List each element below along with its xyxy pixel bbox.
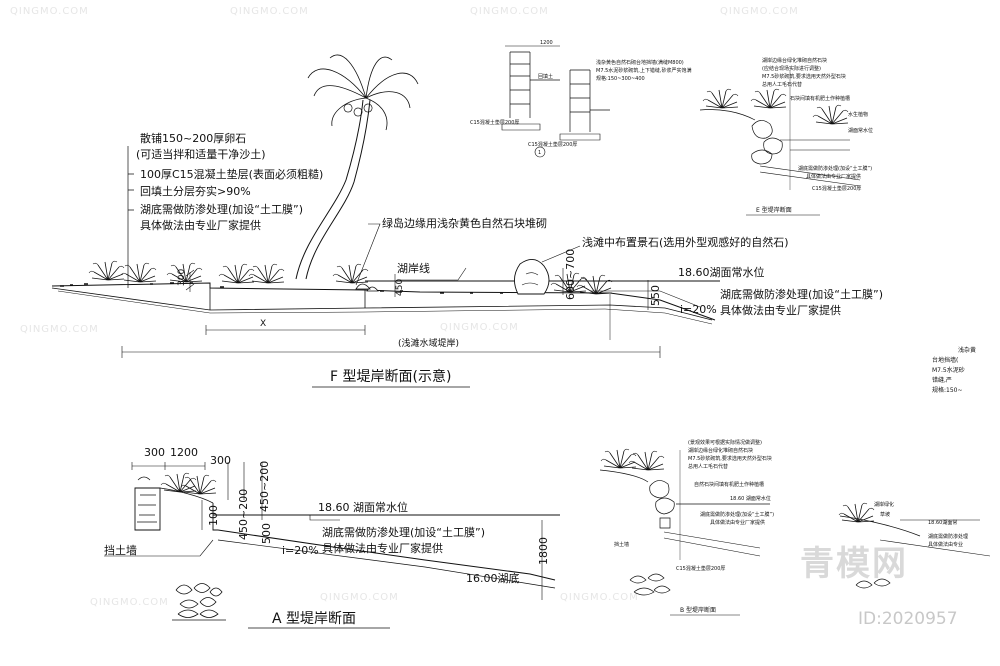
c-note-4: 湖底需做防渗处理: [928, 533, 968, 540]
c-note-3: 18.60湖面常: [928, 519, 957, 526]
watermark-text: QINGMO.COM: [90, 597, 169, 608]
e-note-1: 湖岸边缘台绿化堆砌自然石块: [762, 57, 827, 64]
a-dim-450-200a: 450~200: [237, 489, 250, 540]
a-seepage-note: 湖底需做防渗处理(加设“土工膜”): [322, 525, 485, 539]
f-note-sand: (可适当拌和适量干净沙土): [136, 147, 266, 161]
f-water-level: 18.60湖面常水位: [678, 265, 765, 279]
detail-dim-1200: 1200: [540, 40, 553, 46]
b-base-note: C15混凝土垫层200厚: [676, 565, 725, 572]
watermark-text: QINGMO.COM: [720, 6, 799, 17]
image-id: ID:2020957: [858, 609, 958, 629]
side-note-line: 规格:150~: [932, 386, 963, 394]
brand-watermark: 青模网: [800, 544, 908, 584]
a-dim-450-200b: 450~200: [258, 461, 271, 512]
a-water-level: 18.60 湖面常水位: [318, 500, 408, 514]
section-e: 湖岸边缘台绿化堆砌自然石块 (应结合现场实际进行调整) M7.5砂浆砌筑,要求选…: [699, 57, 873, 216]
watermark-text: QINGMO.COM: [440, 322, 519, 333]
detail-fill-label: 回填土: [538, 73, 553, 80]
watermark-text: QINGMO.COM: [20, 324, 99, 335]
b-note-2: 湖岸边缘台绿化堆砌自然石块: [688, 447, 753, 454]
b-note-3: M7.5砂浆砌筑,要求选用天然外型石块: [688, 455, 772, 462]
b-note-4: 总用人工毛石代替: [688, 463, 728, 470]
f-lake-line-label: 湖岸线: [397, 261, 430, 275]
e-seepage-note: 湖底需做防渗处理(加设“土工膜”): [798, 165, 872, 172]
f-dim-x: X: [260, 319, 266, 329]
section-c-partial: 湖岸绿化 草坡 18.60湖面常 湖底需做防渗处理 具体做法由专业: [838, 501, 991, 589]
side-note: 浅杂黄 台地挡墙( M7.5水泥砂 错缝,严 规格:150~: [932, 346, 976, 394]
a-dim-300: 300: [144, 446, 165, 459]
watermark-text: QINGMO.COM: [230, 6, 309, 17]
e-water-label: 湖面常水位: [848, 127, 873, 134]
watermark-text: QINGMO.COM: [10, 6, 89, 17]
f-note-seepage: 湖底需做防渗处理(加设“土工膜”): [140, 202, 303, 216]
side-note-line: 台地挡墙(: [932, 356, 958, 364]
c-note-5: 具体做法由专业: [928, 541, 963, 548]
a-section-title: A 型堤岸断面: [272, 611, 356, 627]
b-section-title: B 型堤岸断面: [680, 606, 716, 614]
section-b: (景观效果可根据实际情况做调整) 湖岸边缘台绿化堆砌自然石块 M7.5砂浆砌筑,…: [599, 439, 774, 616]
a-dim-100: 100: [207, 505, 220, 526]
f-dim-550: 550: [649, 285, 662, 306]
f-shallow-label: (浅滩水域堤岸): [398, 337, 459, 349]
e-vendor-note: 具体做法由专业厂家提供: [806, 173, 861, 180]
detail-note-3: 规格:150~300~400: [596, 75, 645, 82]
section-f: 散铺150~200厚卵石 (可适当拌和适量干净沙土) 100厚C15混凝土垫层(…: [51, 54, 883, 388]
f-section-title: F 型堤岸断面(示意): [330, 368, 451, 385]
b-note-1: (景观效果可根据实际情况做调整): [688, 439, 762, 446]
e-note-2: (应结合现场实际进行调整): [762, 65, 821, 72]
watermark-text: QINGMO.COM: [320, 592, 399, 603]
section-a: 300 1200 300 450~200 450~200 100 500 180…: [104, 446, 560, 629]
a-vendor-note: 具体做法由专业厂家提供: [322, 541, 443, 555]
a-dim-1200: 1200: [170, 446, 198, 459]
top-wall-detail: 1200 浅杂黄色自然石砌台地挡墙(满缝M800) M7.5水泥砂浆砌筑,上下错…: [470, 40, 691, 158]
detail-marker: 1: [538, 150, 541, 156]
f-note-backfill: 回填土分层夯实>90%: [140, 184, 251, 198]
e-fill-note: 石块间填有机肥土作种植槽: [790, 95, 850, 102]
detail-note-2: M7.5水泥砂浆砌筑,上下错缝,砂浆严实饱满: [596, 67, 691, 74]
c-note-2: 草坡: [880, 511, 890, 518]
c-note-1: 湖岸绿化: [874, 501, 894, 508]
f-vendor-note: 具体做法由专业厂家提供: [720, 303, 841, 317]
b-water-level: 18.60 湖面常水位: [730, 495, 771, 502]
b-vendor-note: 具体做法由专业厂家提供: [710, 519, 765, 526]
e-note-3: M7.5砂浆砌筑,要求选用天然外型石块: [762, 73, 846, 80]
a-dim-500: 500: [260, 523, 273, 544]
a-slope: i=20%: [282, 544, 319, 557]
side-note-line: M7.5水泥砂: [932, 366, 965, 374]
f-dim-450: 450: [395, 279, 405, 296]
watermark: QINGMO.COM QINGMO.COM QINGMO.COM QINGMO.…: [10, 6, 958, 629]
f-shallow-stone-note: 浅滩中布置景石(选用外型观感好的自然石): [582, 235, 789, 249]
detail-note-1: 浅杂黄色自然石砌台地挡墙(满缝M800): [596, 59, 684, 66]
f-dim-600-700: 600~700: [564, 249, 577, 300]
side-note-line: 错缝,严: [932, 376, 952, 384]
e-note-4: 总用人工毛石代替: [762, 81, 802, 88]
a-dim-1800: 1800: [537, 537, 550, 565]
a-lake-bottom: 16.00湖底: [466, 571, 520, 585]
e-base-note: C15混凝土垫层200厚: [812, 185, 861, 192]
f-note-cobble: 散铺150~200厚卵石: [140, 131, 246, 145]
watermark-text: QINGMO.COM: [470, 6, 549, 17]
a-dim-300b: 300: [210, 454, 231, 467]
b-seepage-note: 湖底需做防渗处理(加设“土工膜”): [700, 511, 774, 518]
f-note-concrete: 100厚C15混凝土垫层(表面必须粗糙): [140, 167, 323, 181]
f-note-vendor: 具体做法由专业厂家提供: [140, 218, 261, 232]
f-slope: i=20%: [680, 303, 717, 316]
f-green-edge-note: 绿岛边缘用浅杂黄色自然石块堆砌: [382, 216, 547, 230]
f-dim-300: 300: [177, 269, 187, 286]
a-retaining-wall: 挡土墙: [104, 543, 137, 557]
watermark-text: QINGMO.COM: [560, 592, 639, 603]
side-note-line: 浅杂黄: [958, 346, 976, 354]
f-seepage-note: 湖底需做防渗处理(加设“土工膜”): [720, 287, 883, 301]
detail-base-2: C15混凝土垫层200厚: [528, 141, 577, 148]
b-fill-note: 自然石块间填有机肥土作种植槽: [694, 481, 764, 488]
detail-base-1: C15混凝土垫层200厚: [470, 119, 519, 126]
e-section-title: E 型堤岸断面: [756, 206, 792, 214]
b-retaining-wall: 挡土墙: [614, 541, 629, 548]
e-plant-label: 水生植物: [848, 111, 868, 118]
